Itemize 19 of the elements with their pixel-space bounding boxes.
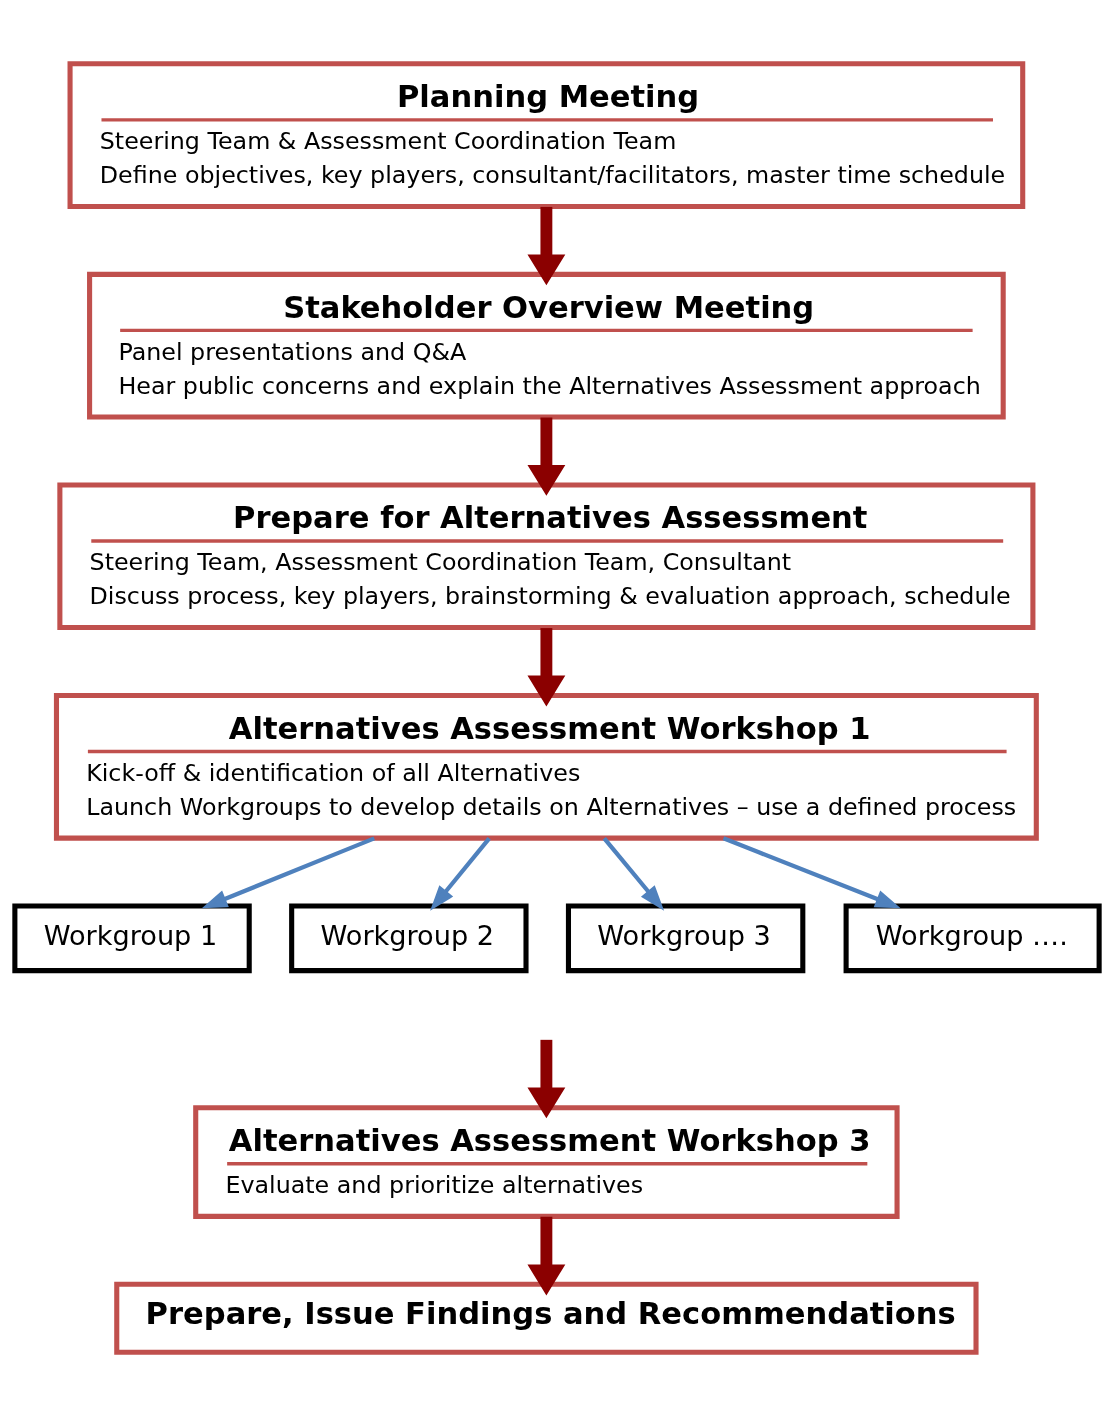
node-box: Prepare, Issue Findings and Recommendations xyxy=(114,1281,979,1355)
node-box: Workgroup …. xyxy=(843,903,1102,973)
arrow xyxy=(527,1216,566,1295)
arrow xyxy=(527,627,566,706)
node-box: Workgroup 1 xyxy=(12,903,252,973)
node-box: Alternatives Assessment Workshop 1 Kick-off & identification of all Alternatives Launch Workgroups to develop details on Alternatives – use a defined process xyxy=(53,692,1039,841)
node-box: Workgroup 2 xyxy=(289,903,529,973)
arrow xyxy=(527,417,566,496)
arrow xyxy=(722,835,901,908)
arrow xyxy=(602,836,665,911)
node-box: Stakeholder Overview Meeting Panel presentations and Q&A Hear public concerns and explain the Alternatives Assessment approach xyxy=(87,271,1006,420)
node-box: Workgroup 3 xyxy=(565,903,806,973)
arrow xyxy=(527,1039,566,1118)
arrow xyxy=(527,206,566,285)
arrow xyxy=(201,835,376,908)
node-box: Alternatives Assessment Workshop 3 Evaluate and prioritize alternatives xyxy=(193,1104,900,1219)
arrow xyxy=(430,836,491,911)
node-box: Planning Meeting Steering Team & Assessment Coordination Team Define objectives, key players, consultant/facilitators, master time schedule xyxy=(67,60,1026,209)
node-box: Prepare for Alternatives Assessment Steering Team, Assessment Coordination Team, Consultant Discuss process, key players, brainstorming & evaluation approach, schedule xyxy=(57,481,1036,630)
